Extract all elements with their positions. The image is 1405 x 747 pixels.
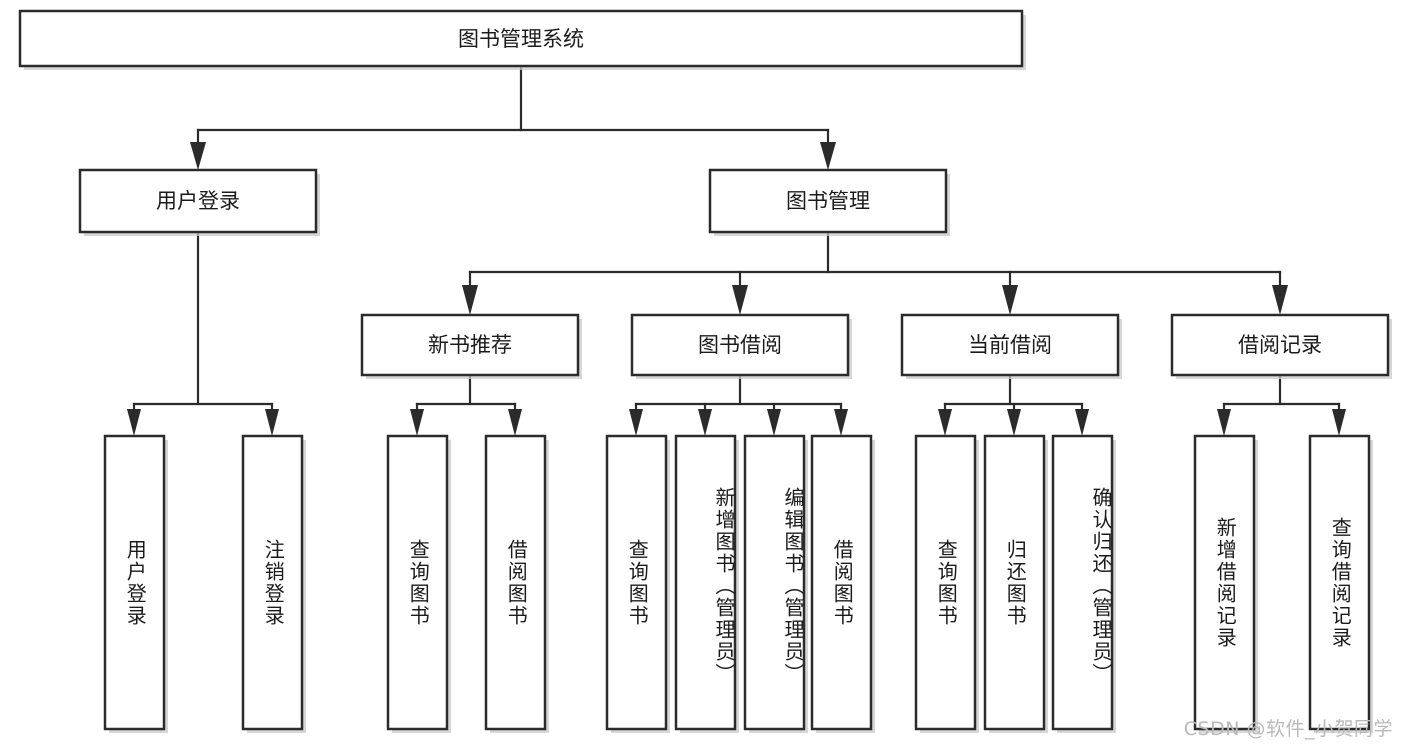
arrow-head-leaf-borrow-book-2 bbox=[834, 409, 848, 436]
node-root[interactable]: 图书管理系统 bbox=[18, 9, 1026, 70]
node-book-borrow[interactable]: 图书借阅 bbox=[630, 313, 852, 379]
node-leaf-confirm-return-rect[interactable] bbox=[1051, 434, 1114, 731]
node-current-borrow[interactable]: 当前借阅 bbox=[900, 313, 1122, 379]
arrow-head-current-borrow bbox=[1002, 285, 1018, 315]
node-leaf-query-book-2[interactable] bbox=[605, 434, 670, 733]
node-user-login-rect[interactable] bbox=[78, 168, 318, 234]
node-leaf-return-book[interactable] bbox=[983, 434, 1048, 733]
node-leaf-query-book-3[interactable] bbox=[914, 434, 979, 733]
node-leaf-add-record[interactable] bbox=[1193, 434, 1258, 733]
arrow-head-leaf-user-login bbox=[127, 409, 141, 436]
node-leaf-query-book-2-rect[interactable] bbox=[605, 434, 668, 731]
arrow-head-leaf-query-book-3 bbox=[938, 409, 952, 436]
arrow-head-leaf-query-book-1 bbox=[410, 409, 424, 436]
node-new-book-recommend-rect[interactable] bbox=[360, 313, 580, 377]
node-leaf-user-login-rect[interactable] bbox=[103, 434, 166, 731]
node-leaf-query-book-1[interactable] bbox=[386, 434, 451, 733]
arrow-head-borrow-record bbox=[1272, 285, 1288, 315]
arrow-head-leaf-query-book-2 bbox=[629, 409, 643, 436]
arrow-head-leaf-add-book bbox=[698, 409, 712, 436]
node-leaf-edit-book[interactable] bbox=[743, 434, 808, 733]
watermark-text: CSDN @软件_小贺同学 bbox=[1183, 718, 1393, 740]
node-leaf-return-book-rect[interactable] bbox=[983, 434, 1046, 731]
node-current-borrow-rect[interactable] bbox=[900, 313, 1120, 377]
arrow-head-user-login bbox=[190, 142, 206, 170]
arrow-head-leaf-add-record bbox=[1217, 409, 1231, 436]
node-root-rect[interactable] bbox=[18, 9, 1024, 68]
node-leaf-add-book-rect[interactable] bbox=[674, 434, 737, 731]
node-leaf-query-book-3-rect[interactable] bbox=[914, 434, 977, 731]
arrow-head-leaf-confirm-return bbox=[1075, 409, 1089, 436]
arrow-head-leaf-query-record bbox=[1332, 409, 1346, 436]
node-user-login[interactable]: 用户登录 bbox=[78, 168, 320, 236]
node-borrow-record[interactable]: 借阅记录 bbox=[1170, 313, 1392, 379]
arrow-head-book-management bbox=[820, 142, 836, 170]
node-leaf-query-record[interactable] bbox=[1308, 434, 1373, 733]
connector-group-current-borrow-to-leaves bbox=[938, 373, 1089, 436]
node-leaf-borrow-book-1[interactable] bbox=[484, 434, 549, 733]
connector-group-book-borrow-to-leaves bbox=[629, 373, 848, 436]
arrow-head-book-borrow bbox=[732, 285, 748, 315]
node-leaf-logout-rect[interactable] bbox=[241, 434, 304, 731]
node-leaf-query-record-rect[interactable] bbox=[1308, 434, 1371, 731]
connector-group-user-login-to-leaves bbox=[127, 230, 279, 436]
node-book-borrow-rect[interactable] bbox=[630, 313, 850, 377]
arrow-head-leaf-return-book bbox=[1007, 409, 1021, 436]
connector-group-new-book-recommend-to-leaves bbox=[410, 373, 522, 436]
node-user-login-label: 用户登录 bbox=[156, 189, 240, 213]
node-leaf-add-record-rect[interactable] bbox=[1193, 434, 1256, 731]
connector-group-book-management-to-level2 bbox=[462, 230, 1288, 315]
node-book-management[interactable]: 图书管理 bbox=[708, 168, 950, 236]
arrow-head-new-book-recommend bbox=[462, 285, 478, 315]
node-root-label: 图书管理系统 bbox=[458, 27, 584, 51]
node-leaf-confirm-return[interactable] bbox=[1051, 434, 1116, 733]
node-book-management-rect[interactable] bbox=[708, 168, 948, 234]
leaf-box-group bbox=[103, 434, 1373, 733]
node-borrow-record-label: 借阅记录 bbox=[1238, 333, 1322, 357]
node-leaf-edit-book-rect[interactable] bbox=[743, 434, 806, 731]
connector-group-root-to-level1 bbox=[190, 64, 836, 170]
node-leaf-borrow-book-1-rect[interactable] bbox=[484, 434, 547, 731]
node-leaf-borrow-book-2-rect[interactable] bbox=[810, 434, 873, 731]
arrow-head-leaf-borrow-book-1 bbox=[508, 409, 522, 436]
node-new-book-recommend[interactable]: 新书推荐 bbox=[360, 313, 582, 379]
node-leaf-borrow-book-2[interactable] bbox=[810, 434, 875, 733]
node-book-borrow-label: 图书借阅 bbox=[698, 333, 782, 357]
node-current-borrow-label: 当前借阅 bbox=[968, 333, 1052, 357]
node-new-book-recommend-label: 新书推荐 bbox=[428, 333, 512, 357]
node-leaf-user-login[interactable] bbox=[103, 434, 168, 733]
connector-group-borrow-record-to-leaves bbox=[1217, 373, 1346, 436]
node-leaf-add-book[interactable] bbox=[674, 434, 739, 733]
node-book-management-label: 图书管理 bbox=[786, 189, 870, 213]
arrow-head-leaf-logout bbox=[265, 409, 279, 436]
node-leaf-query-book-1-rect[interactable] bbox=[386, 434, 449, 731]
node-leaf-logout[interactable] bbox=[241, 434, 306, 733]
arrow-head-leaf-edit-book bbox=[767, 409, 781, 436]
node-borrow-record-rect[interactable] bbox=[1170, 313, 1390, 377]
